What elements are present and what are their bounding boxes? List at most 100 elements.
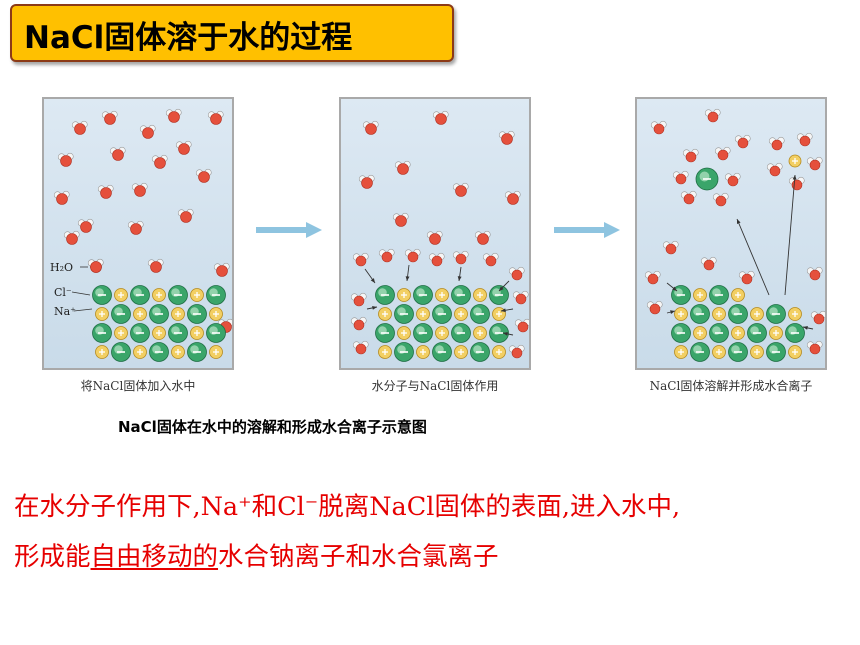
water-molecule-icon [151, 154, 168, 169]
chloride-ion-icon [111, 342, 131, 362]
water-molecule-icon [139, 124, 156, 139]
ion-label-sodium: Na⁺ [54, 305, 76, 318]
sodium-ion-icon [693, 326, 707, 340]
water-molecule-icon [207, 110, 224, 125]
sodium-ion-icon [133, 345, 147, 359]
title-box: NaCl固体溶于水的过程 [10, 4, 454, 62]
chloride-ion-icon [206, 285, 226, 305]
water-molecule-icon [428, 252, 445, 267]
water-molecule-icon [680, 190, 697, 205]
water-molecule-icon [504, 190, 521, 205]
chloride-ion-icon [394, 304, 414, 324]
panel-caption-1: 将NaCl固体加入水中 [80, 379, 196, 393]
chloride-ion-icon [785, 323, 805, 343]
water-molecule-icon [109, 146, 126, 161]
sodium-ion-icon [190, 288, 204, 302]
panel-dissolve-hydrated-ions-drawing [644, 108, 825, 362]
sodium-ion-icon [473, 326, 487, 340]
pointer-arrow-icon [736, 218, 770, 296]
chloride-ion-icon [168, 285, 188, 305]
panel-dissolve-hydrated-ions [635, 97, 827, 370]
water-molecule-icon [352, 252, 369, 267]
explanation-line-2: 形成能自由移动的水合钠离子和水合氯离子 [14, 536, 499, 573]
explanation-text: 形成能 [14, 542, 91, 572]
sodium-ion-icon [674, 345, 688, 359]
sodium-ion-icon [95, 307, 109, 321]
water-molecule-icon [704, 108, 721, 123]
water-molecule-icon [213, 262, 230, 277]
sodium-ion-icon [693, 288, 707, 302]
ion-label-chloride: Cl⁻ [54, 286, 72, 299]
chloride-ion-icon [690, 304, 710, 324]
sodium-ion-icon [674, 307, 688, 321]
water-molecule-icon [432, 110, 449, 125]
chloride-ion-icon [130, 285, 150, 305]
chloride-ion-icon [92, 285, 112, 305]
water-molecule-icon [358, 174, 375, 189]
chloride-ion-icon [111, 304, 131, 324]
sodium-ion-icon [190, 326, 204, 340]
water-molecule-icon [474, 230, 491, 245]
chloride-ion-icon [690, 342, 710, 362]
sodium-ion-icon [750, 307, 764, 321]
right-arrow-icon [554, 222, 620, 238]
water-molecule-icon [426, 230, 443, 245]
water-molecule-icon [71, 120, 88, 135]
sodium-ion-icon [788, 345, 802, 359]
chloride-ion-icon [470, 342, 490, 362]
water-molecule-icon [63, 230, 80, 245]
sodium-ion-icon [209, 307, 223, 321]
water-molecule-icon [514, 318, 529, 333]
sodium-ion-icon [454, 345, 468, 359]
water-molecule-icon [452, 182, 469, 197]
chloride-ion-icon [168, 323, 188, 343]
sodium-ion-icon [788, 154, 802, 168]
chloride-ion-icon [149, 342, 169, 362]
sodium-ion-icon [769, 326, 783, 340]
explanation-text: 水合钠离子和水合氯离子 [218, 542, 499, 572]
chloride-ion-icon [489, 285, 509, 305]
water-molecule-icon [508, 344, 525, 359]
water-molecule-icon [738, 270, 755, 285]
chloride-ion-icon [451, 323, 471, 343]
water-molecule-icon [97, 184, 114, 199]
sodium-ion-icon [378, 307, 392, 321]
chloride-ion-icon [489, 323, 509, 343]
water-molecule-icon [714, 146, 731, 161]
water-molecule-icon [734, 134, 751, 149]
chloride-ion-icon [187, 342, 207, 362]
panel-caption-2: 水分子与NaCl固体作用 [371, 379, 499, 393]
chloride-ion-icon [92, 323, 112, 343]
panel-caption-3: NaCl固体溶解并形成水合离子 [649, 379, 813, 393]
water-molecule-icon [378, 248, 395, 263]
water-molecule-icon [147, 258, 164, 273]
sodium-ion-icon [731, 326, 745, 340]
water-molecule-icon [788, 176, 805, 191]
panel-water-interaction [339, 97, 531, 370]
water-molecule-icon [806, 266, 823, 281]
water-molecule-icon [362, 120, 379, 135]
water-molecule-icon [77, 218, 94, 233]
chloride-ion-icon [695, 167, 719, 191]
water-molecule-icon [806, 340, 823, 355]
water-molecule-icon [768, 136, 785, 151]
sodium-ion-icon [209, 345, 223, 359]
underlined-phrase: 自由移动的 [90, 542, 219, 572]
sodium-ion-icon [416, 307, 430, 321]
water-molecule-icon [724, 172, 741, 187]
chloride-ion-icon [413, 323, 433, 343]
sodium-ion-icon [114, 288, 128, 302]
sodium-ion-icon [95, 345, 109, 359]
water-molecule-icon [127, 220, 144, 235]
chloride-ion-icon [470, 304, 490, 324]
chloride-ion-icon [432, 304, 452, 324]
sodium-ion-icon [750, 345, 764, 359]
explanation-line-1: 在水分子作用下,Na⁺和Cl⁻脱离NaCl固体的表面,进入水中, [14, 492, 681, 522]
water-molecule-icon [766, 162, 783, 177]
water-molecule-icon [350, 292, 367, 307]
chloride-ion-icon [728, 342, 748, 362]
water-molecule-icon [806, 156, 823, 171]
water-molecule-icon [682, 148, 699, 163]
chloride-ion-icon [413, 285, 433, 305]
